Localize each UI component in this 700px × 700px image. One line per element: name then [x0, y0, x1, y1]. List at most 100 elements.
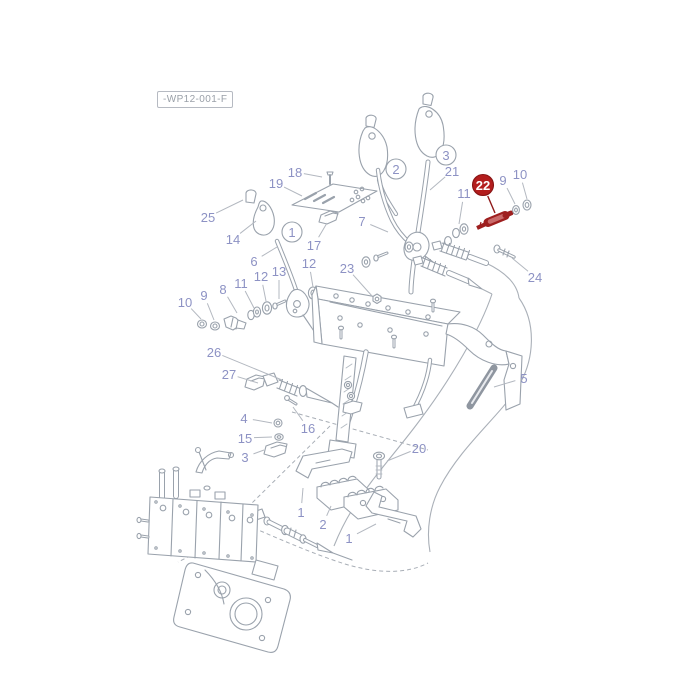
- part-cable-assembly-lower-23: [412, 255, 483, 290]
- callout-leader-line: [244, 290, 255, 309]
- callout-2: 2: [385, 158, 407, 180]
- callout-leader-line: [262, 284, 267, 302]
- callout-leader-line: [493, 380, 516, 388]
- callout-leader-line: [261, 246, 278, 257]
- callout-number: 2: [319, 517, 326, 532]
- callout-26: 26: [207, 345, 283, 381]
- callout-leader-line: [458, 201, 464, 225]
- callout-16: 16: [292, 406, 315, 436]
- callout-number: 3: [241, 450, 248, 465]
- callout-leader-line: [283, 186, 303, 197]
- callout-9: 9: [499, 173, 516, 205]
- callout-leader-line: [521, 182, 528, 200]
- callout-leader-line: [252, 419, 273, 424]
- callout-circle: [281, 221, 303, 243]
- callout-12: 12: [302, 256, 316, 288]
- part-fastener-row-mid: [361, 236, 452, 268]
- callout-leader-line: [487, 195, 496, 214]
- callout-number: 11: [234, 276, 248, 291]
- callout-number: 3: [442, 148, 449, 163]
- callout-number: 14: [226, 232, 240, 247]
- callout-24: 24: [511, 257, 542, 285]
- callout-number: 16: [301, 421, 315, 436]
- callout-leader-line: [190, 308, 202, 320]
- callout-leader-line: [239, 220, 257, 234]
- callout-11: 11: [234, 276, 255, 309]
- figure-code-text: -WP12-001-F: [163, 94, 228, 105]
- callout-number: 19: [269, 176, 283, 191]
- callout-leader-line: [506, 187, 516, 205]
- callout-number: 12: [254, 269, 268, 284]
- callout-leader-line: [370, 224, 389, 233]
- callout-number: 26: [207, 345, 221, 360]
- highlight-circle: [471, 173, 495, 197]
- callout-5: 5: [493, 371, 528, 388]
- callout-number: 1: [345, 531, 352, 546]
- callout-13: 13: [272, 264, 286, 299]
- callout-number: 2: [392, 162, 399, 177]
- callout-leader-line: [511, 257, 529, 272]
- callout-leader-line: [237, 376, 259, 384]
- callout-14: 14: [226, 220, 257, 247]
- callout-1: 1: [345, 523, 377, 546]
- callout-circle: [435, 144, 457, 166]
- callout-number: 8: [219, 282, 226, 297]
- callout-10: 10: [513, 167, 528, 200]
- part-clamp-strap-lower-1: [365, 491, 422, 538]
- part-bolt-16: [284, 395, 298, 406]
- callout-leader-line: [227, 296, 238, 314]
- part-clip-17: [318, 210, 339, 225]
- callout-8: 8: [219, 282, 238, 314]
- figure-code-label: -WP12-001-F: [157, 91, 234, 108]
- callout-18: 18: [288, 165, 323, 180]
- callout-number: 12: [302, 256, 316, 271]
- callout-12: 12: [254, 269, 268, 302]
- callout-21: 21: [429, 164, 459, 191]
- part-hardware-4-15-3: [263, 418, 288, 458]
- callout-number: 17: [307, 238, 321, 253]
- callout-number: 1: [288, 225, 295, 240]
- callout-19: 19: [269, 176, 303, 197]
- callout-number: 9: [200, 288, 207, 303]
- callout-leader-line: [318, 222, 328, 238]
- callout-leader-line: [386, 450, 411, 462]
- callout-number: 11: [457, 186, 471, 201]
- callout-number: 10: [178, 295, 192, 310]
- callout-number: 10: [513, 167, 527, 182]
- callout-leader-line: [352, 274, 373, 297]
- callout-leader-line: [222, 354, 283, 381]
- callout-23: 23: [340, 261, 373, 297]
- callout-leader-line: [253, 436, 273, 439]
- part-control-valve-assembly: [136, 446, 291, 653]
- callout-3: 3: [435, 144, 457, 166]
- callout-number: 4: [240, 411, 247, 426]
- callout-11: 11: [457, 186, 471, 225]
- callout-leader-line: [292, 406, 304, 421]
- callout-leader-line: [303, 173, 323, 178]
- part-pin-22-highlighted: [452, 199, 532, 239]
- callout-27: 27: [222, 367, 259, 384]
- part-cable-assembly-upper-24: [431, 240, 516, 266]
- callout-number: 21: [445, 164, 459, 179]
- callout-4: 4: [240, 411, 273, 426]
- callout-number: 20: [412, 441, 426, 456]
- part-screw-18: [326, 171, 334, 185]
- callout-1: 1: [297, 487, 305, 520]
- callout-number: 24: [528, 270, 542, 285]
- callout-2: 2: [319, 505, 332, 532]
- callout-leader-line: [356, 523, 377, 535]
- callout-number: 6: [250, 254, 257, 269]
- callout-leader-line: [429, 176, 446, 191]
- part-bolt-20: [372, 451, 386, 480]
- callout-17: 17: [307, 222, 328, 253]
- part-knob-14-cap-25: [245, 189, 275, 236]
- callout-leader-line: [326, 505, 332, 516]
- part-clamp-strap-upper-1: [295, 448, 353, 479]
- part-cable-connector: [252, 508, 353, 561]
- part-main-bracket-frame: [311, 285, 523, 459]
- part-plate-19: [291, 183, 378, 213]
- callout-number: 7: [358, 214, 365, 229]
